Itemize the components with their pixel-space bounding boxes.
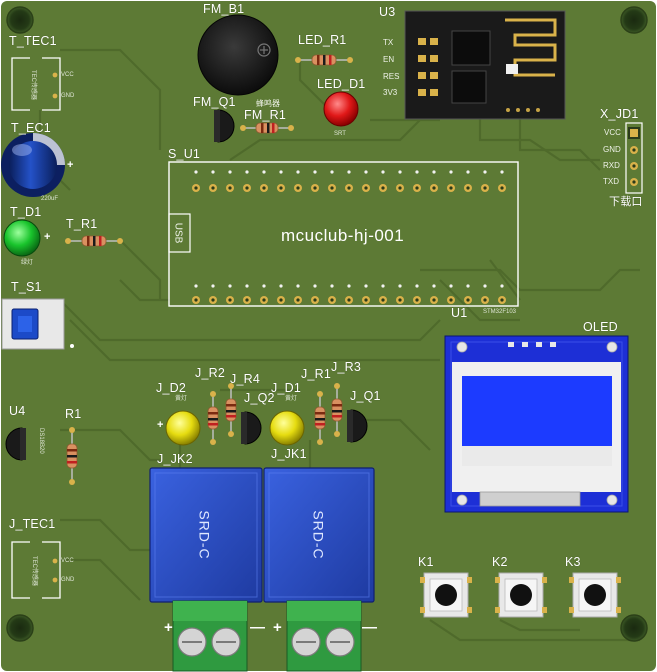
label-j-r2: J_R2 [195, 366, 225, 380]
xjd-pin-vcc: VCC [604, 128, 621, 137]
yellow-led-2-plus: + [157, 419, 164, 431]
label-k2: K2 [492, 555, 508, 569]
terminal-1-plus: + [273, 619, 282, 636]
silk-u4-part: DS18B20 [38, 428, 44, 454]
xjd-pin-gnd: GND [603, 145, 621, 154]
label-r1: R1 [65, 407, 82, 421]
label-u1: U1 [451, 306, 468, 320]
silk-tec-part-top: TEC传感器 [30, 70, 36, 101]
silk-yellow-led-1: 黄灯 [285, 396, 298, 402]
label-t-s1: T_S1 [11, 280, 42, 294]
silk-u1-part: STM32F103 [483, 309, 517, 315]
label-u4: U4 [9, 404, 26, 418]
terminal-2-minus: — [250, 619, 265, 636]
esp-pin-en: EN [383, 55, 395, 64]
label-t-d1: T_D1 [10, 205, 42, 219]
esp-module [404, 10, 566, 120]
silk-usb: USB [172, 222, 184, 244]
label-fm-r1: FM_R1 [244, 108, 286, 122]
label-fm-b1: FM_B1 [203, 2, 245, 16]
pcb-traces [38, 48, 640, 642]
relay-1-model: SRD-C [310, 510, 327, 560]
silk-download: 下载口 [609, 196, 643, 208]
silk-green-led: 绿灯 [21, 260, 34, 266]
t-s1-switch [1, 298, 74, 350]
label-s-u1: S_U1 [168, 147, 201, 161]
silk-tec-part-bottom: TEC传感器 [31, 556, 37, 587]
terminal-2-plus: + [164, 619, 173, 636]
cap-plus: + [67, 159, 74, 171]
label-x-jd1: X_JD1 [600, 107, 639, 121]
mounting-holes [6, 6, 648, 642]
label-t-tec1: T_TEC1 [9, 34, 57, 48]
silk-gnd-bottom: GND [61, 577, 75, 583]
s-u1-footprint [168, 161, 519, 307]
label-j-q1: J_Q1 [350, 389, 381, 403]
silk-vcc-top: VCC [61, 72, 74, 78]
esp-pin-tx: TX [383, 38, 394, 47]
relay-2-model: SRD-C [196, 510, 213, 560]
transistors [5, 409, 368, 461]
resistors [65, 54, 353, 485]
j-tec1-footprint [11, 541, 61, 599]
label-j-d2: J_D2 [156, 381, 186, 395]
label-j-jk1: J_JK1 [271, 447, 307, 461]
oled-module [444, 335, 629, 513]
label-j-q2: J_Q2 [244, 391, 275, 405]
label-j-r3: J_R3 [331, 360, 361, 374]
buzzer [197, 14, 279, 96]
label-j-r4: J_R4 [230, 372, 260, 386]
relays [149, 467, 375, 603]
label-led-d1: LED_D1 [317, 77, 366, 91]
label-j-r1: J_R1 [301, 367, 331, 381]
esp-pin-3v3: 3V3 [383, 88, 398, 97]
t-tec1-footprint [11, 57, 61, 111]
silk-gnd-top: GND [61, 93, 75, 99]
label-k1: K1 [418, 555, 434, 569]
label-k3: K3 [565, 555, 581, 569]
silk-yellow-led-2: 黄灯 [175, 396, 188, 402]
label-j-tec1: J_TEC1 [9, 517, 56, 531]
x-jd1-header [625, 122, 643, 194]
label-u3: U3 [379, 5, 396, 19]
leds [3, 91, 359, 446]
label-fm-q1: FM_Q1 [193, 95, 236, 109]
esp-pin-res: RES [383, 72, 400, 81]
silk-board-name: mcuclub-hj-001 [281, 226, 405, 245]
label-led-r1: LED_R1 [298, 33, 347, 47]
silk-cap-value: 220uF [41, 196, 59, 202]
terminal-1-minus: — [362, 619, 377, 636]
silk-led-sub: SRT [334, 131, 346, 137]
xjd-pin-txd: TXD [603, 177, 619, 186]
header-pins [192, 170, 506, 304]
green-led-plus: + [44, 231, 51, 243]
label-t-r1: T_R1 [66, 217, 98, 231]
capacitor [1, 133, 65, 197]
screw-terminals [172, 600, 362, 672]
silk-buzzer: 蜂鸣器 [256, 99, 280, 108]
fm-q1-transistor [214, 109, 235, 143]
label-t-ec1: T_EC1 [11, 121, 51, 135]
label-j-jk2: J_JK2 [157, 452, 193, 466]
label-j-d1: J_D1 [271, 381, 301, 395]
xjd-pin-rxd: RXD [603, 161, 620, 170]
label-oled: OLED [583, 320, 618, 334]
silk-vcc-bottom: VCC [61, 558, 74, 564]
tactile-buttons [420, 572, 621, 618]
